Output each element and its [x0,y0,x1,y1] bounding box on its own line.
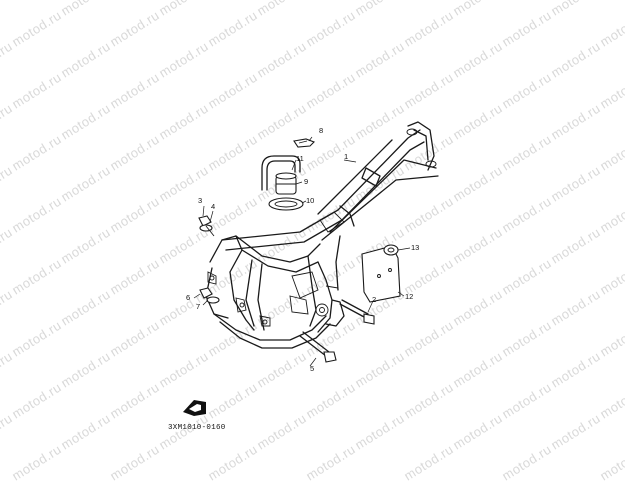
callout-9: 9 [304,177,309,186]
leader-lines [193,136,411,367]
part-9-grommet [275,172,297,195]
callout-12: 12 [405,292,414,301]
callout-13: 13 [411,243,420,252]
part-5-bolt [299,331,337,363]
part-13-grommet [383,244,399,256]
frame-diagram [183,121,439,416]
diagram-part-code: 3XM1010-0160 [168,424,226,432]
part-8-clip [293,138,315,148]
callout-5: 5 [310,364,315,373]
callout-7: 7 [196,302,201,311]
front-direction-icon [183,400,206,416]
callout-4: 4 [211,202,216,211]
part-2-bolt [339,299,375,325]
part-6-7-fasteners [199,287,220,304]
callout-3: 3 [198,196,203,205]
part-3-4-fasteners [198,215,215,237]
callout-11: 11 [296,154,304,163]
callout-1: 1 [344,152,349,161]
main-frame [205,121,439,349]
part-10-band [268,197,304,211]
callout-8: 8 [319,126,324,135]
callout-2: 2 [372,295,377,304]
callout-10: 10 [306,196,315,205]
callout-6: 6 [186,293,191,302]
